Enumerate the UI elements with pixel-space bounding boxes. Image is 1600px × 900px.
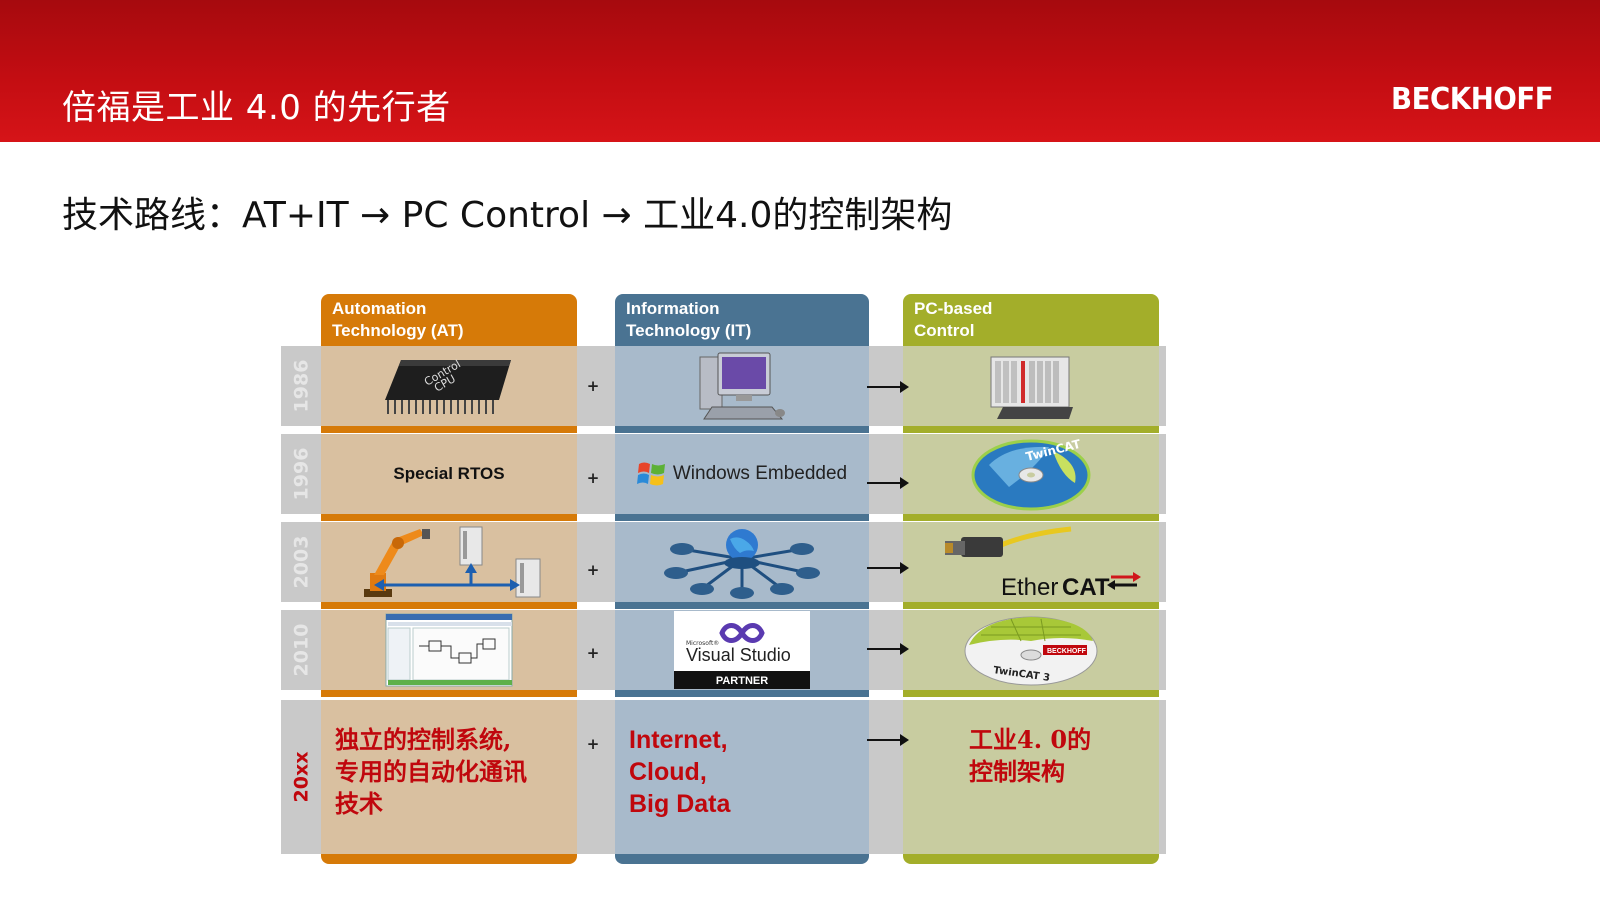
cell-pc-1996: TwinCAT <box>903 434 1159 514</box>
cell-it-2010: Microsoft® Visual Studio PARTNER <box>615 610 869 690</box>
cell-at-2003 <box>321 522 577 602</box>
right-arrow-icon <box>867 562 909 574</box>
year-label-20xx: 20xx <box>290 751 313 803</box>
plus-sign: + <box>586 735 600 753</box>
cell-divider <box>903 426 1159 433</box>
svg-text:PARTNER: PARTNER <box>716 675 768 687</box>
industrial-pc-icon <box>990 356 1073 419</box>
cell-divider <box>321 602 577 609</box>
it-future-line: Cloud, <box>629 758 707 786</box>
cell-divider <box>615 690 869 697</box>
svg-text:BECKHOFF: BECKHOFF <box>1047 648 1087 655</box>
svg-text:Microsoft®: Microsoft® <box>686 640 719 647</box>
right-arrow-icon <box>867 643 909 655</box>
cell-it-20xx: Internet, Cloud, Big Data <box>615 700 869 854</box>
cell-it-1996: Windows Embedded <box>615 434 869 514</box>
cell-it-1986 <box>615 346 869 426</box>
column-header-at: Automation Technology (AT) <box>321 294 577 346</box>
it-future-line: Big Data <box>629 790 731 818</box>
cell-divider <box>903 602 1159 609</box>
cell-at-2010 <box>321 610 577 690</box>
cell-divider <box>321 514 577 521</box>
ethercat-cable-icon: Ether CAT <box>945 526 1141 601</box>
cell-pc-20xx: 工业4. 0的 控制架构 <box>903 700 1159 854</box>
cell-it-2003 <box>615 522 869 602</box>
right-arrow-icon <box>867 734 909 746</box>
year-label-2010: 2010 <box>290 623 313 677</box>
cell-at-1996: Special RTOS <box>321 434 577 514</box>
header-bar <box>0 0 1600 142</box>
cell-pc-1986 <box>903 346 1159 426</box>
visual-studio-partner-logo: Microsoft® Visual Studio PARTNER <box>674 611 810 689</box>
pc-future-line: 控制架构 <box>969 757 1065 786</box>
svg-text:Visual Studio: Visual Studio <box>686 645 791 665</box>
windows-embedded-label: Windows Embedded <box>672 463 848 484</box>
at-future-line: 技术 <box>335 789 383 818</box>
at-future-line: 专用的自动化通讯 <box>335 757 527 786</box>
cell-divider <box>615 602 869 609</box>
slide-subtitle: 技术路线：AT+IT → PC Control → 工业4.0的控制架构 <box>62 195 953 236</box>
year-label-1996: 1996 <box>290 447 313 501</box>
twincat3-cd-icon: BECKHOFF TwinCAT 3 <box>964 616 1098 686</box>
year-label-2003: 2003 <box>290 535 313 589</box>
windows-flag-icon <box>636 462 665 486</box>
plus-sign: + <box>586 469 600 487</box>
svg-text:CAT: CAT <box>1062 574 1110 601</box>
right-arrow-icon <box>867 381 909 393</box>
right-arrow-icon <box>867 477 909 489</box>
cell-at-20xx: 独立的控制系统, 专用的自动化通讯 技术 <box>321 700 577 854</box>
slide-title: 倍福是工业 4.0 的先行者 <box>62 88 451 128</box>
cell-divider <box>321 690 577 697</box>
plus-sign: + <box>586 644 600 662</box>
twincat-cd-icon: TwinCAT <box>971 437 1091 511</box>
cell-divider <box>903 690 1159 697</box>
robot-drives-icon <box>364 526 541 598</box>
column-header-pc: PC-based Control <box>903 294 1159 346</box>
cell-pc-2010: BECKHOFF TwinCAT 3 <box>903 610 1159 690</box>
special-rtos-label: Special RTOS <box>393 464 505 483</box>
cell-pc-2003: Ether CAT <box>903 522 1159 602</box>
column-header-it: Information Technology (IT) <box>615 294 869 346</box>
cell-divider <box>615 514 869 521</box>
it-future-line: Internet, <box>629 726 728 754</box>
at-future-line: 独立的控制系统, <box>335 725 512 754</box>
desktop-computer-icon <box>699 352 785 420</box>
cell-at-1986: Control CPU <box>321 346 577 426</box>
cpu-chip-icon: Control CPU <box>385 357 511 414</box>
column-footer-at <box>321 854 577 864</box>
pc-future-line: 工业4. 0的 <box>969 725 1092 754</box>
cell-divider <box>615 426 869 433</box>
cell-divider <box>321 426 577 433</box>
cell-divider <box>903 514 1159 521</box>
svg-text:Ether: Ether <box>1001 574 1058 601</box>
plus-sign: + <box>586 377 600 395</box>
beckhoff-logo: BECKHOFF <box>1391 82 1554 117</box>
plus-sign: + <box>586 561 600 579</box>
column-footer-pc <box>903 854 1159 864</box>
network-globe-icon <box>664 529 820 599</box>
year-label-1986: 1986 <box>290 359 313 413</box>
software-screenshot-icon <box>385 613 513 687</box>
column-footer-it <box>615 854 869 864</box>
